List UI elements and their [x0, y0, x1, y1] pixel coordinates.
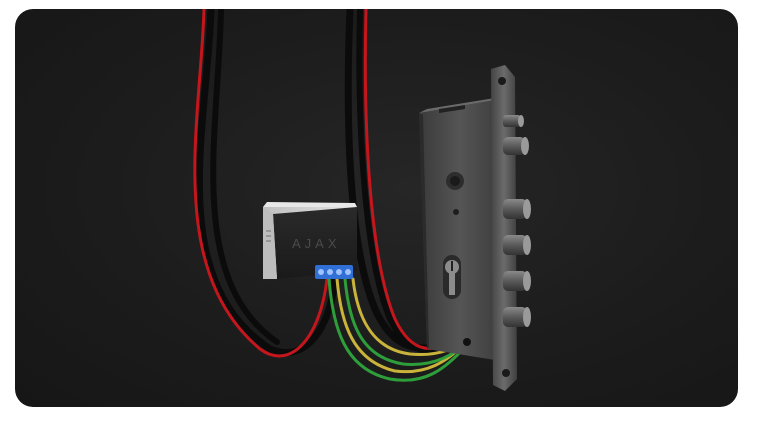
relay-brand-label: AJAX — [292, 236, 341, 251]
screw-hole-top — [498, 77, 506, 85]
relay-module: AJAX — [263, 202, 357, 279]
screw-hole-bottom — [502, 369, 510, 377]
black-cable — [195, 9, 463, 356]
spindle-hole — [446, 172, 464, 190]
lock-relay-illustration: AJAX — [193, 9, 531, 391]
product-photo-card: AJAX — [15, 9, 738, 407]
lock-bolts — [503, 115, 531, 327]
vent-slots — [266, 230, 271, 242]
red-cable — [193, 9, 457, 358]
terminal-block — [315, 265, 353, 279]
mortise-lock — [419, 65, 531, 391]
cylinder-keyhole — [443, 255, 461, 299]
